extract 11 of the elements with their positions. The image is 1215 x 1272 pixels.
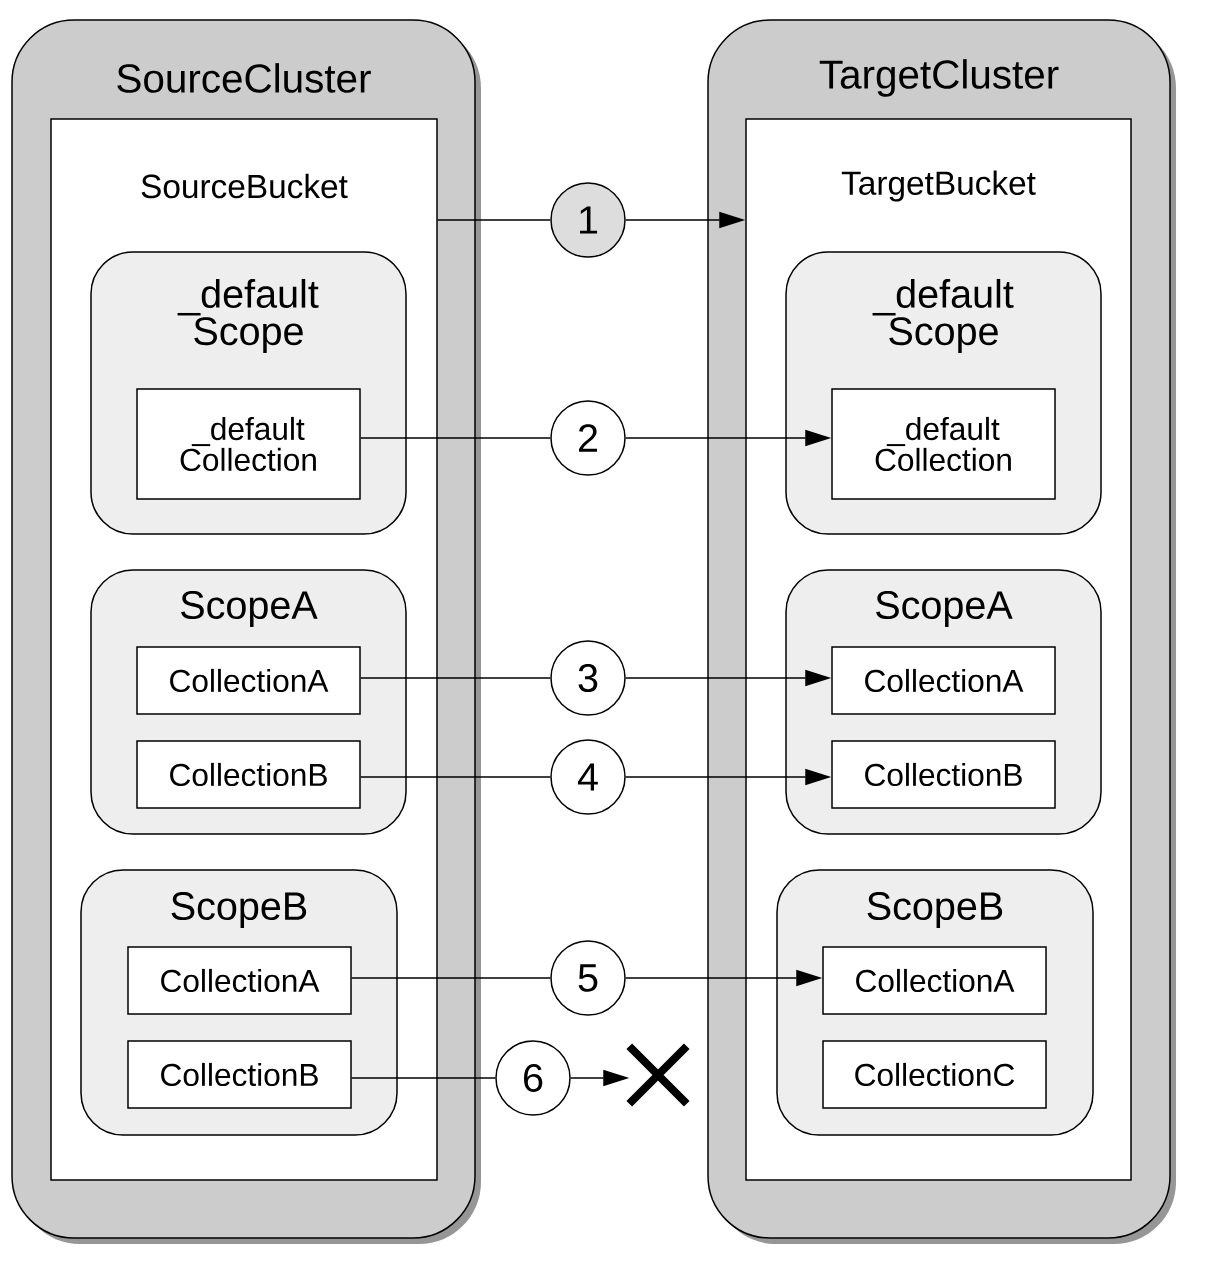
collection-box: CollectionB (127, 1040, 352, 1109)
collection-box: CollectionB (831, 740, 1056, 809)
collection-box: CollectionA (822, 946, 1047, 1015)
collection-box: CollectionB (136, 740, 361, 809)
collection-box: _default Collection (831, 388, 1056, 500)
collection-box: CollectionA (136, 646, 361, 715)
collection-box: _default Collection (136, 388, 361, 500)
collection-box: CollectionA (831, 646, 1056, 715)
cross-mark (625, 1042, 691, 1108)
collection-box: CollectionC (822, 1040, 1047, 1109)
collection-box: CollectionA (127, 946, 352, 1015)
